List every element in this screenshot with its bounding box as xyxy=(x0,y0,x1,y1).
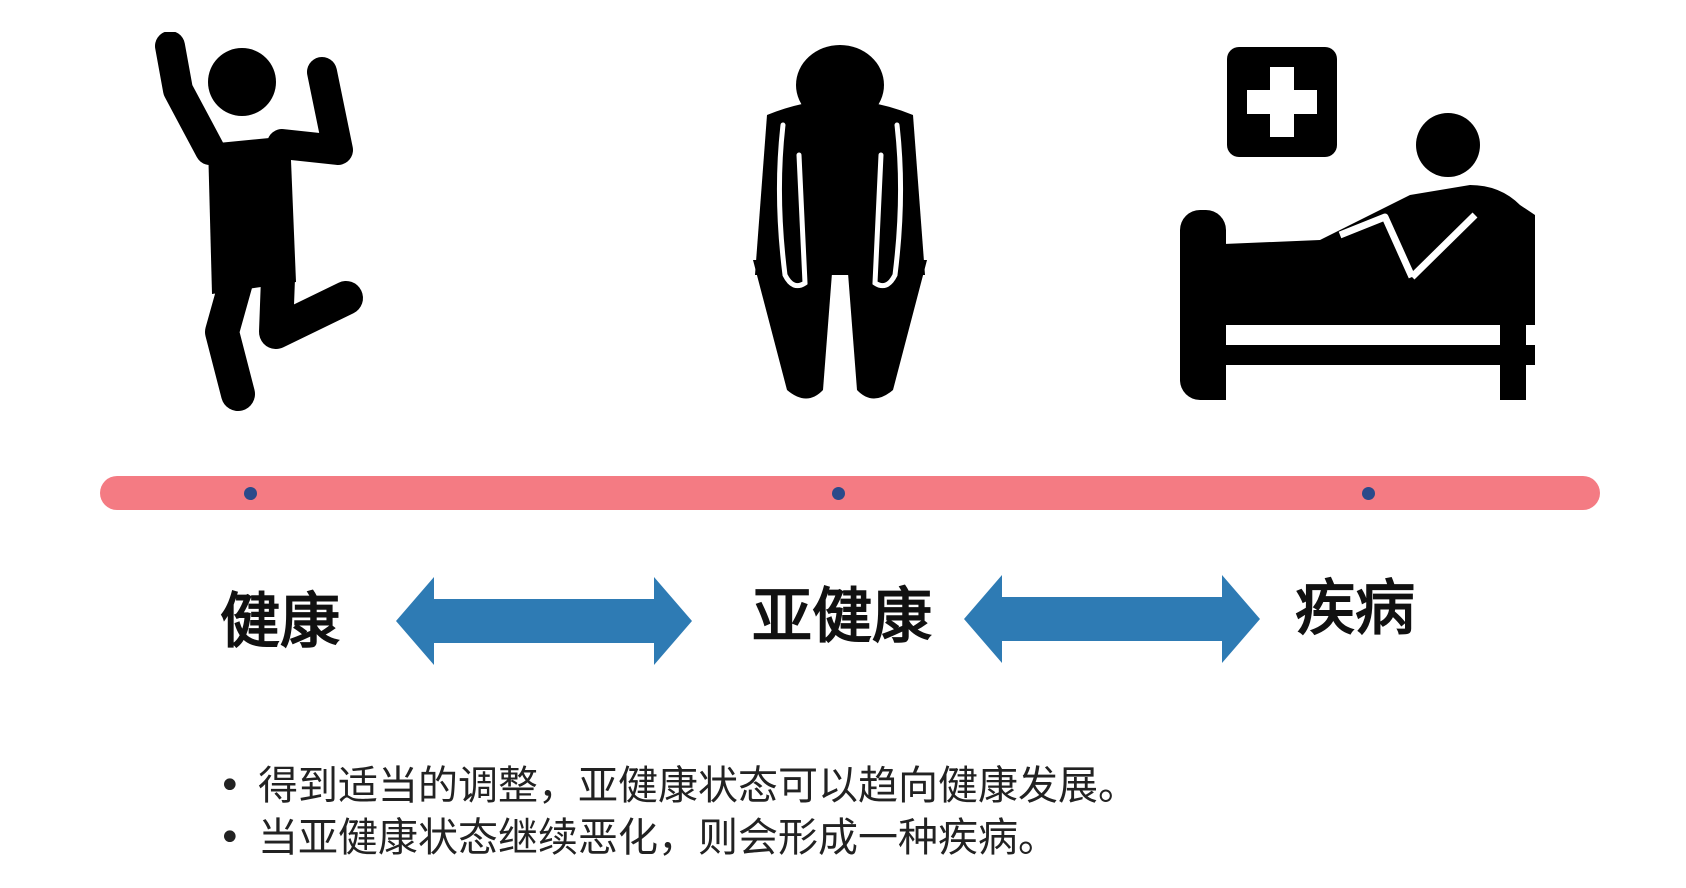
bullet-text: 当亚健康状态继续恶化，则会形成一种疾病。 xyxy=(258,815,1058,861)
timeline-dot-sub-healthy xyxy=(832,487,845,500)
bullet-text: 得到适当的调整，亚健康状态可以趋向健康发展。 xyxy=(258,763,1138,809)
hospital-bed-patient-icon xyxy=(1180,47,1535,400)
double-arrow-icon xyxy=(964,575,1260,663)
label-healthy: 健康 xyxy=(220,587,340,657)
list-item: • 当亚健康状态继续恶化，则会形成一种疾病。 xyxy=(218,812,1138,864)
health-timeline-bar xyxy=(100,476,1600,510)
label-sub-healthy: 亚健康 xyxy=(752,582,932,652)
jumping-person-icon xyxy=(155,32,363,411)
label-disease: 疾病 xyxy=(1295,574,1415,644)
timeline-dot-healthy xyxy=(244,487,257,500)
bullet-marker: • xyxy=(218,763,242,809)
tired-person-icon xyxy=(753,45,927,399)
bullet-list: • 得到适当的调整，亚健康状态可以趋向健康发展。 • 当亚健康状态继续恶化，则会形成… xyxy=(218,760,1138,864)
timeline-dot-disease xyxy=(1362,487,1375,500)
list-item: • 得到适当的调整，亚健康状态可以趋向健康发展。 xyxy=(218,760,1138,812)
double-arrow-icon xyxy=(396,577,692,665)
bullet-marker: • xyxy=(218,815,242,861)
